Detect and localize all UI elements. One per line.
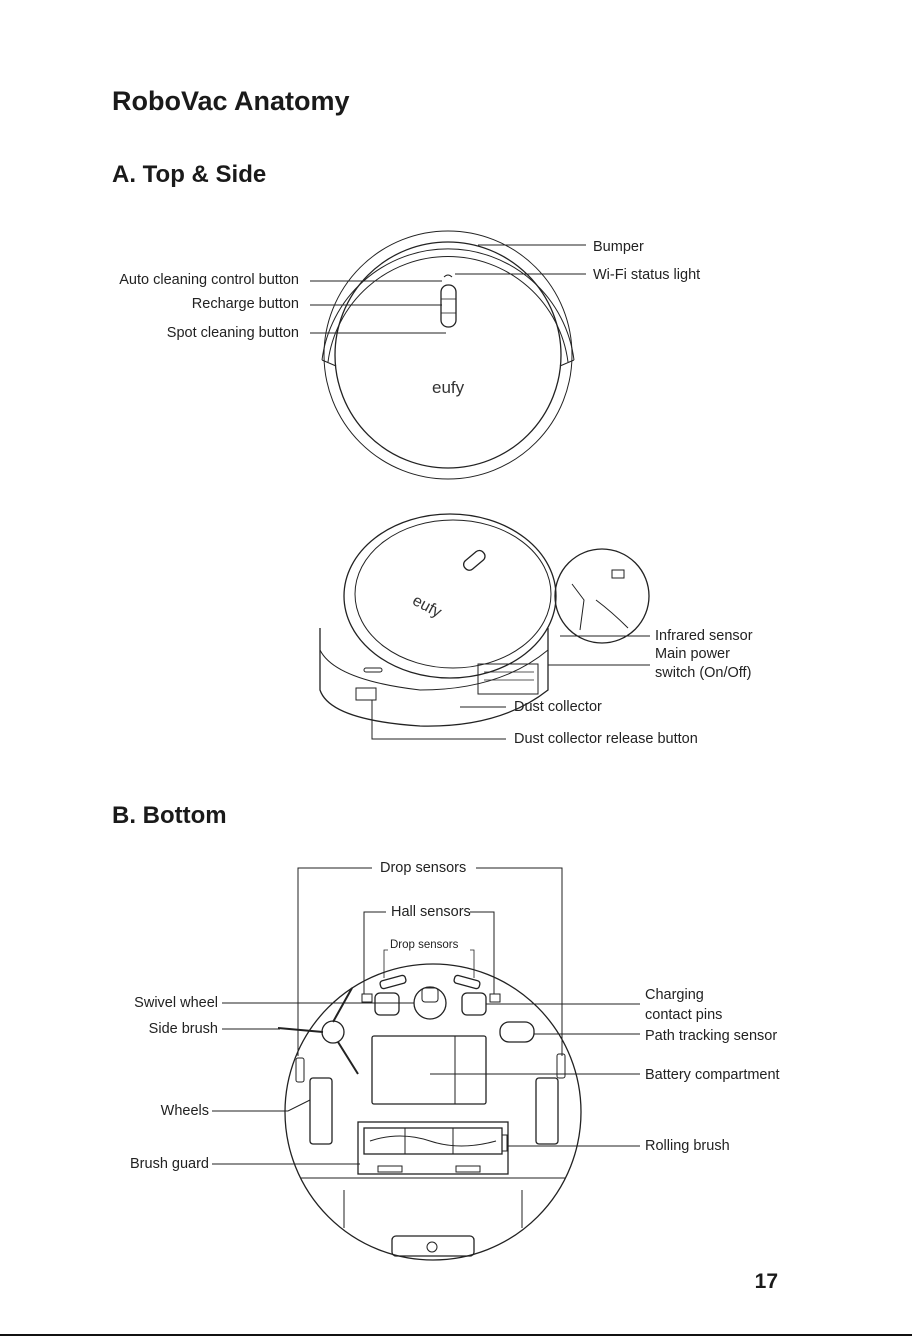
control-panel [440, 284, 457, 328]
wheel-right [535, 1077, 559, 1145]
rear-port [391, 1235, 475, 1257]
bottom-body [284, 963, 582, 1261]
label-infrared-sensor: Infrared sensor [655, 628, 753, 644]
label-rolling-brush: Rolling brush [645, 1138, 730, 1154]
robovac-top-body [334, 241, 562, 469]
dust-collector-shape [477, 663, 539, 695]
hall-sensor-right [489, 993, 501, 1003]
label-dust-collector-release: Dust collector release button [514, 731, 698, 747]
wheel-left [309, 1077, 333, 1145]
dust-release-button-shape [355, 687, 377, 701]
robovac-top-rim [323, 230, 573, 480]
battery-compartment-shape [371, 1035, 487, 1105]
label-swivel-wheel: Swivel wheel [134, 995, 218, 1011]
side-brush-hub [321, 1020, 345, 1044]
label-spot-cleaning-button: Spot cleaning button [166, 325, 299, 341]
rolling-brush-shape [363, 1127, 503, 1155]
side-body-shell [319, 628, 549, 727]
leader-drop-inner-right [470, 949, 475, 978]
wifi-icon [443, 274, 453, 278]
brush-guard-latch [501, 1134, 508, 1152]
label-bumper: Bumper [593, 239, 644, 255]
label-brush-guard: Brush guard [130, 1156, 209, 1172]
label-dust-collector: Dust collector [514, 699, 602, 715]
brand-logo-top: eufy [432, 378, 465, 397]
label-charging: Charging [645, 987, 704, 1003]
label-wheels: Wheels [160, 1103, 209, 1119]
side-brush-bristle-2 [277, 1027, 324, 1033]
drop-sensor-left [379, 974, 407, 990]
swivel-wheel-shape [413, 986, 447, 1020]
charging-contact-right [461, 992, 487, 1016]
side-body-line [319, 649, 549, 691]
page-number: 17 [754, 1270, 778, 1293]
side-lid-outer [343, 513, 557, 679]
leader-hall-left [363, 911, 386, 994]
section-b-heading: B. Bottom [112, 802, 227, 829]
swivel-wheel-hub [421, 987, 439, 1003]
rolling-brush-bristles [369, 1135, 497, 1147]
bumper-edge-arc [321, 248, 575, 361]
label-recharge-button: Recharge button [191, 296, 299, 312]
rear-port-hole [426, 1241, 438, 1253]
hall-sensor-left [361, 993, 373, 1003]
drop-sensor-right [453, 974, 481, 990]
side-brush-bristle-1 [332, 987, 353, 1023]
bumper-end-right [559, 359, 575, 367]
label-path-tracking-sensor: Path tracking sensor [645, 1028, 778, 1044]
label-drop-sensors-inner: Drop sensors [390, 939, 459, 951]
zoom-detail-hand [571, 583, 629, 631]
label-side-brush: Side brush [148, 1021, 218, 1037]
label-main-power: Main power [655, 646, 730, 662]
path-tracking-sensor-shape [499, 1021, 535, 1043]
label-power-switch: switch (On/Off) [655, 665, 752, 681]
label-auto-cleaning-button: Auto cleaning control button [119, 272, 299, 288]
brush-guard-shape [357, 1121, 509, 1175]
leader-drop-sensors-right [476, 867, 563, 1056]
side-indicator [363, 667, 383, 673]
leader-dust-release [371, 700, 506, 740]
drop-sensor-side-left [295, 1057, 305, 1083]
label-drop-sensors-top: Drop sensors [380, 860, 467, 876]
bottom-rear-ribs [343, 1190, 523, 1228]
label-battery-compartment: Battery compartment [645, 1067, 780, 1083]
brush-guard-tab-left [377, 1165, 403, 1173]
side-brush-bristle-3 [337, 1041, 359, 1075]
bumper-outer-arc [327, 256, 569, 363]
section-a-heading: A. Top & Side [112, 161, 267, 188]
footer-rule [0, 1334, 912, 1336]
leader-drop-inner-left [383, 949, 388, 978]
side-control-panel [462, 549, 486, 571]
leader-wheels [212, 1099, 311, 1112]
leader-drop-sensors-left [297, 867, 372, 1056]
charging-contact-left [374, 992, 400, 1016]
label-wifi-status-light: Wi-Fi status light [593, 267, 701, 283]
zoom-detail-circle [554, 548, 650, 644]
bumper-end-left [321, 359, 337, 367]
drop-sensor-side-right [556, 1053, 566, 1079]
page-title: RoboVac Anatomy [112, 86, 350, 116]
zoom-detail-sensor [611, 569, 625, 579]
label-hall-sensors: Hall sensors [391, 904, 471, 920]
leader-hall-right [470, 911, 495, 994]
brush-guard-tab-right [455, 1165, 481, 1173]
label-contact-pins: contact pins [645, 1007, 723, 1023]
side-lid-inner [354, 519, 552, 669]
